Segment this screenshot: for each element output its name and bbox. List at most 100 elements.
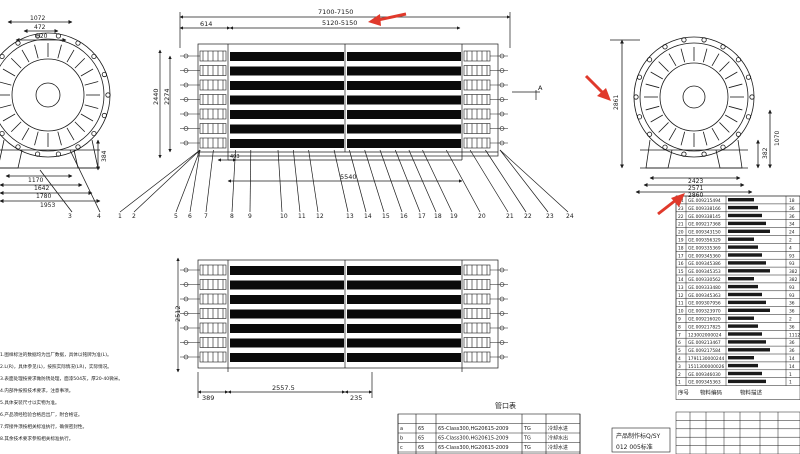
bom-index: 8 <box>678 324 681 330</box>
balloon-24: 24 <box>566 213 574 220</box>
nozzle-flange-right <box>499 340 505 345</box>
bom-index: 10 <box>678 309 684 315</box>
dim-right-2860: 2860 <box>688 192 703 199</box>
left-spoke <box>84 104 99 109</box>
nozzle-flange-left <box>183 82 189 88</box>
right-spoke <box>668 127 677 141</box>
bom-desc-text <box>728 340 766 344</box>
balloon-10: 10 <box>280 213 288 220</box>
bom-qty: 2 <box>789 238 792 244</box>
bom-qty: 4 <box>789 245 792 251</box>
bom-desc-text <box>728 269 770 273</box>
nozzle-flange-right <box>499 311 505 316</box>
left-spoke <box>34 44 39 59</box>
bom-header-cell: 物料描述 <box>740 389 763 397</box>
right-spoke <box>650 114 664 123</box>
nozzle-flange-left <box>183 340 189 345</box>
left-spoke <box>84 81 99 86</box>
bom-index: 17 <box>678 253 684 259</box>
dim-left-1953: 1953 <box>40 202 55 209</box>
tube-bundle-left <box>230 295 344 304</box>
balloon-3: 3 <box>68 213 72 220</box>
right-spoke <box>724 71 738 80</box>
tube-bundle-right <box>347 309 461 319</box>
note-3: 3.表面处理按要求做防锈处理，面漆504灰，厚20-40微米。 <box>0 375 123 382</box>
bom-index: 12 <box>678 293 684 299</box>
dim-left-620: 620 <box>36 33 48 40</box>
bom-code: GE.009333480 <box>688 285 721 291</box>
tube-bundle-right <box>347 280 461 290</box>
dim-overall-length: 7100-7150 <box>318 8 353 16</box>
dim-bottom-2557: 2557.5 <box>272 384 295 392</box>
right-spoke <box>680 131 686 146</box>
bom-qty: 36 <box>789 206 795 212</box>
right-bolt <box>636 74 643 80</box>
tube-bundle-right <box>347 139 461 148</box>
left-spoke <box>66 49 75 63</box>
bom-qty: 14 <box>789 364 795 370</box>
right-spoke <box>719 61 730 72</box>
right-spoke <box>711 127 720 141</box>
nozzle-cell: TG <box>523 445 531 451</box>
leader-22 <box>485 149 527 213</box>
tube-bundle-left <box>230 139 344 148</box>
bom-code: GE.009323970 <box>688 309 721 315</box>
left-bolt <box>0 130 5 137</box>
left-spoke <box>74 57 86 69</box>
bom-qty: 14 <box>789 356 795 362</box>
dim-left-offset: 614 <box>200 20 212 28</box>
leader-10 <box>277 149 283 213</box>
nozzle-flange-left <box>183 68 189 73</box>
nozzle-cell: 冷却水进 <box>548 444 568 451</box>
bom-qty: 382 <box>789 269 798 275</box>
balloon-2: 2 <box>132 213 136 220</box>
nozzle-flange-right <box>499 82 505 88</box>
leader-11 <box>292 149 301 213</box>
tube-bundle-right <box>347 52 461 61</box>
leader-21 <box>469 149 509 213</box>
balloon-6: 6 <box>188 213 192 220</box>
right-bolt <box>662 144 668 150</box>
tube-bundle-right <box>347 124 461 134</box>
dim-left-1170: 1170 <box>28 177 43 184</box>
bom-code: GE.009335369 <box>688 245 721 251</box>
bom-qty: 36 <box>789 348 795 354</box>
note-8: 8.其余技术要求参照相关标准执行。 <box>0 435 73 442</box>
bom-code: GE.009345386 <box>688 261 721 267</box>
dim-bottom-389: 389 <box>202 394 214 402</box>
tube-bundle-left <box>230 324 344 333</box>
bom-qty: 36 <box>789 309 795 315</box>
balloon-20: 20 <box>478 213 486 220</box>
leader-7 <box>205 149 214 213</box>
right-bolt <box>720 44 726 50</box>
right-bolt <box>745 114 752 120</box>
left-spoke <box>21 127 30 141</box>
nozzle-flange-left <box>183 140 189 146</box>
title-block-stamp: 产品制作标Q/SY 012 005标准 <box>611 427 671 453</box>
dim-left-384: 384 <box>101 150 108 162</box>
tube-bundle-left <box>230 81 344 90</box>
bom-index: 5 <box>678 348 681 354</box>
left-bolt <box>15 144 21 150</box>
bom-desc-text <box>728 332 762 336</box>
bom-qty: 24 <box>789 230 795 236</box>
nozzle-flange-right <box>499 140 505 146</box>
nozzle-flange-left <box>183 267 189 273</box>
balloon-13: 13 <box>346 213 354 220</box>
leader-18 <box>408 149 437 213</box>
nozzle-flange-right <box>499 296 505 302</box>
leader-17 <box>394 149 421 213</box>
dim-right-1070: 1070 <box>774 131 781 146</box>
left-bolt <box>75 144 81 150</box>
bom-desc-text <box>728 253 762 257</box>
bom-index: 3 <box>678 364 681 370</box>
right-spoke <box>645 105 660 111</box>
nozzle-cell: 65 <box>418 426 424 432</box>
dim-span: 5540 <box>340 173 357 181</box>
leader-19 <box>422 149 453 213</box>
bom-index: 16 <box>678 261 684 267</box>
left-bolt <box>91 53 97 60</box>
bom-code: GE.009213467 <box>688 340 721 346</box>
left-bolt <box>105 92 111 98</box>
bom-index: 1 <box>678 380 681 386</box>
